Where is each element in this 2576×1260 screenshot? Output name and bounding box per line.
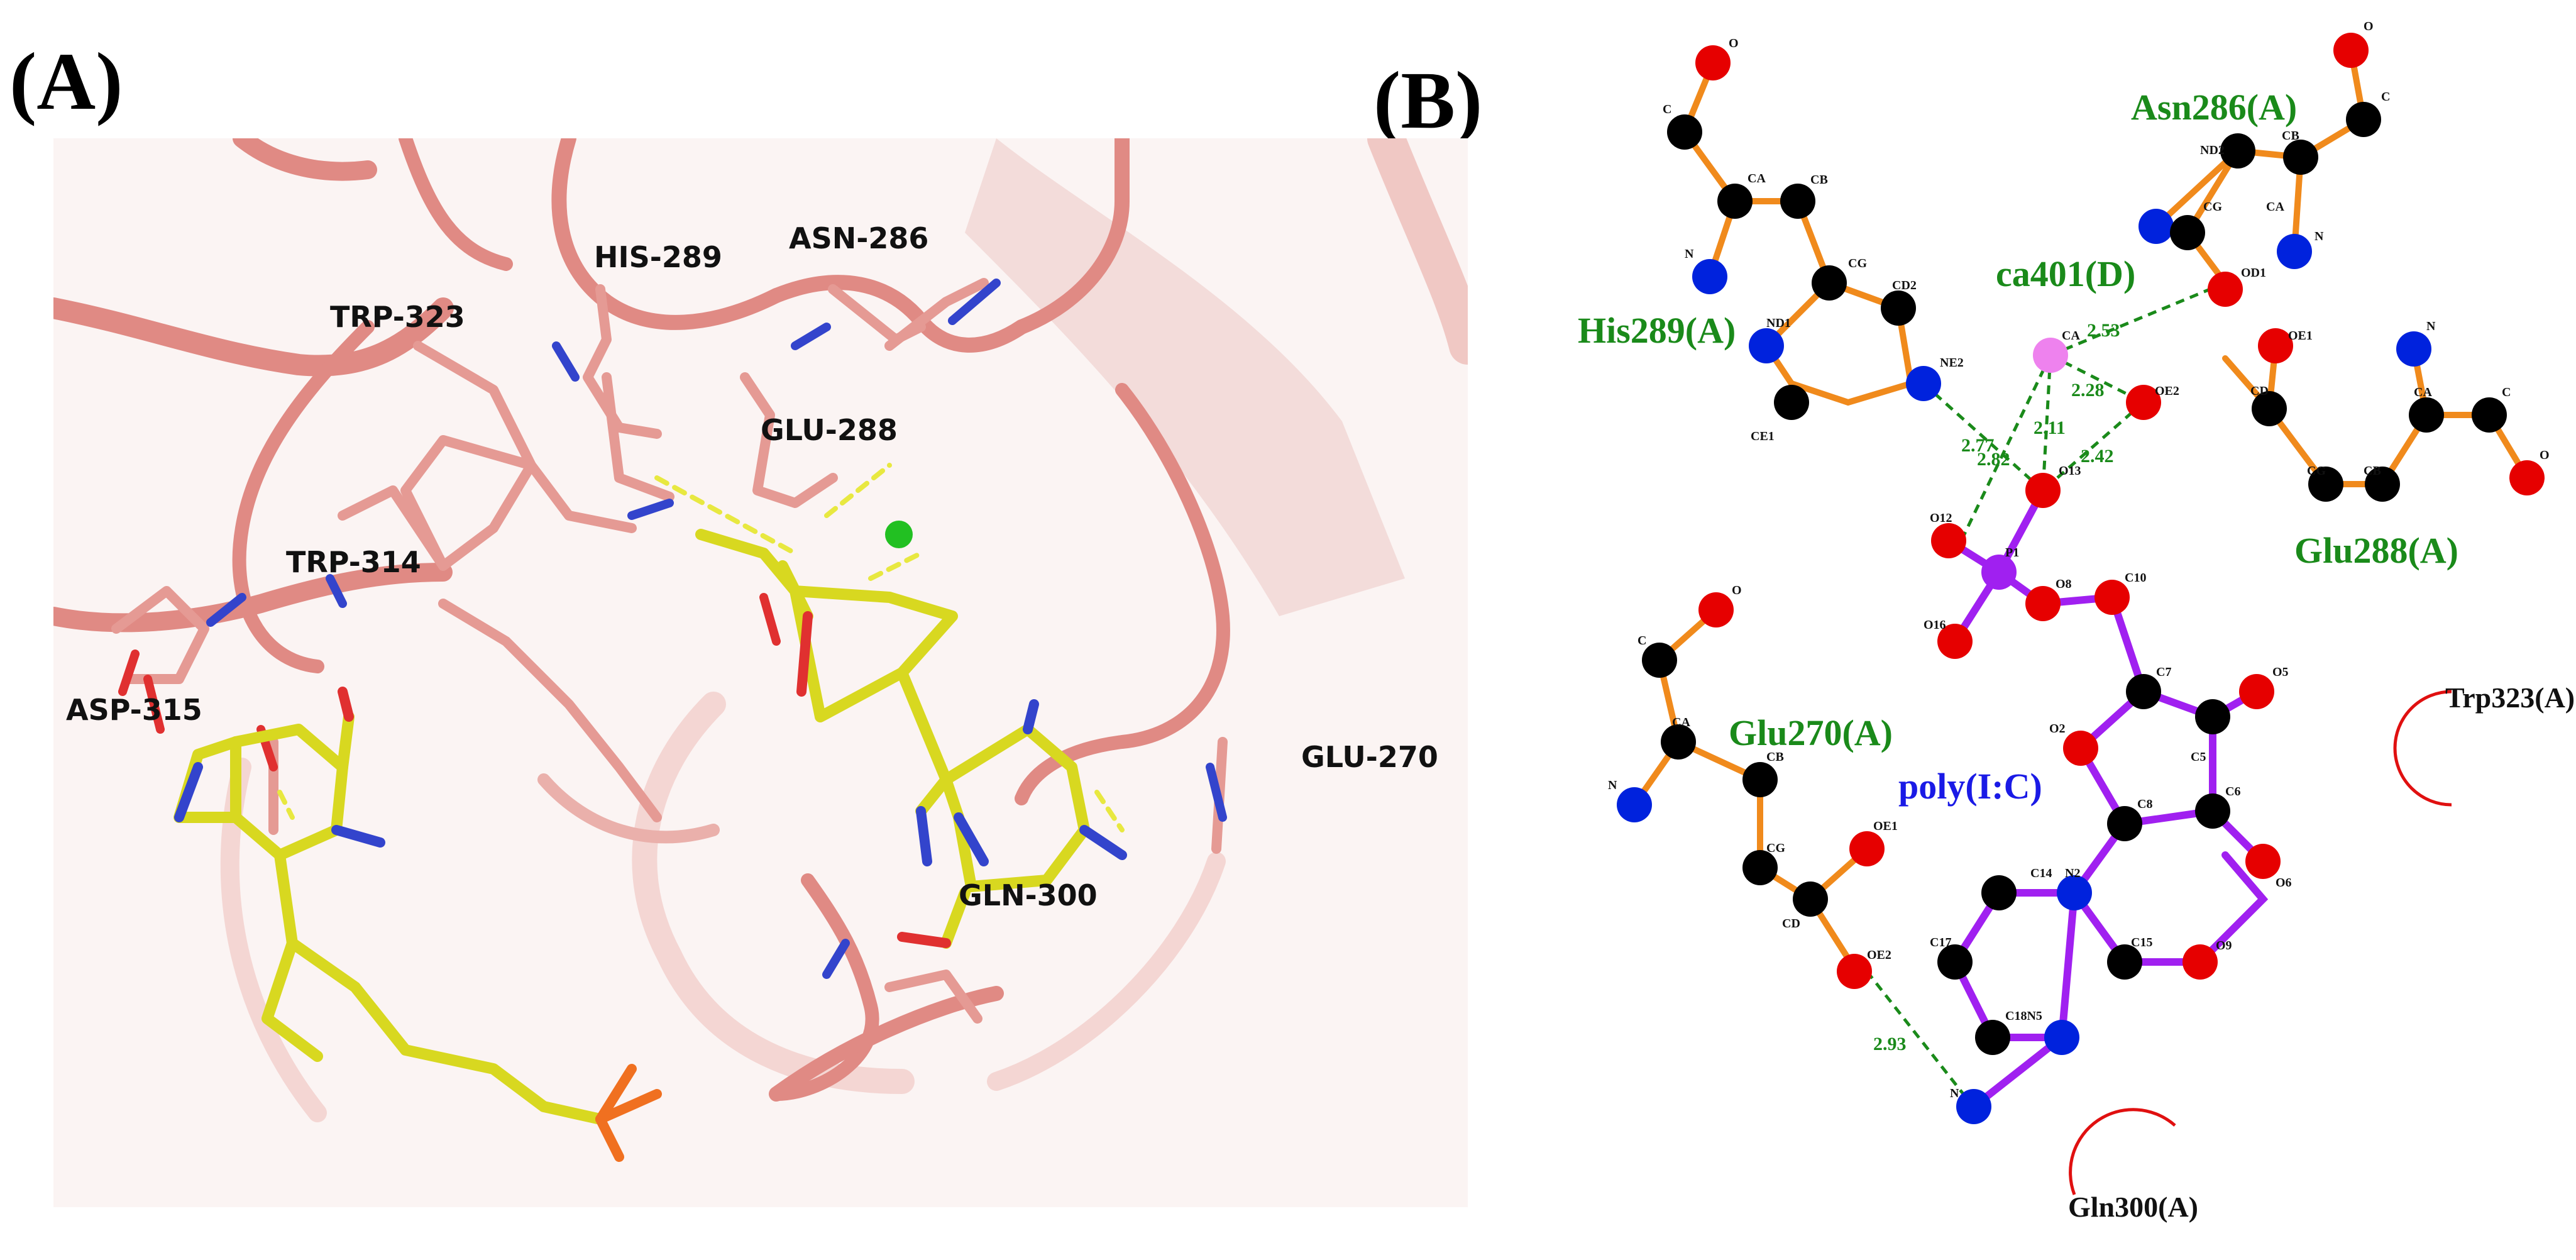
svg-text:OE2: OE2 [1867,948,1891,962]
atoms [1617,33,2545,1124]
label-trp323: TRP-323 [330,300,465,334]
dist-d2: 2.28 [2071,380,2105,401]
label-ca401: ca401(D) [1996,253,2135,294]
label-polyic: poly(I:C) [1898,766,2042,807]
svg-text:O13: O13 [2059,464,2081,478]
svg-text:O2: O2 [2049,722,2066,736]
svg-text:CA: CA [2414,385,2432,399]
svg-text:OE2: OE2 [2155,384,2179,398]
residue-bonds [1631,47,2530,971]
ligand-sticks [173,529,1090,1125]
label-glu288: Glu288(A) [2294,530,2458,571]
dist-d3: 2.11 [2034,417,2066,438]
svg-text:N: N [1950,1086,1959,1100]
svg-text:O: O [1729,36,1739,50]
svg-text:C17: C17 [1930,936,1951,949]
svg-text:C14: C14 [2030,866,2052,880]
label-glu270: GLU-270 [1301,740,1438,774]
label-glu270: Glu270(A) [1729,712,1893,753]
svg-text:O: O [1732,583,1742,597]
svg-text:ND2: ND2 [2200,143,2225,157]
svg-text:CG: CG [2203,200,2222,214]
atom-labels: O C CA CB N CG CD2 ND1 NE2 CE1 O C CB ND… [1608,19,2550,1100]
label-trp314: TRP-314 [286,545,421,579]
dist-d6: 2.82 [1977,449,2010,470]
interaction-dashes [277,463,1125,832]
svg-text:C: C [1638,634,1646,648]
svg-text:N: N [2315,229,2324,243]
svg-text:CB: CB [2282,129,2299,143]
protein-sticks [111,278,1228,1024]
label-asp315: ASP-315 [66,693,202,727]
svg-text:N: N [1608,778,1617,792]
label-gln300: Gln300(A) [2068,1191,2198,1223]
label-his289: His289(A) [1578,310,1736,351]
svg-text:C5: C5 [2191,750,2206,764]
svg-text:CD: CD [2250,384,2269,398]
svg-text:CA: CA [2266,200,2284,214]
label-glu288: GLU-288 [761,413,898,447]
hydrogen-bonds [1866,281,2226,1105]
svg-text:O12: O12 [1930,511,1952,525]
label-his289: HIS-289 [594,240,722,274]
svg-text:P1: P1 [2005,546,2019,560]
panel-b-letter: (B) [1373,55,1483,146]
svg-text:OE1: OE1 [2288,329,2313,343]
svg-text:O6: O6 [2276,876,2292,890]
svg-text:C: C [2381,90,2390,104]
svg-text:OD1: OD1 [2241,266,2266,280]
svg-text:O: O [2364,19,2374,33]
interaction-2d-svg: Asn286(A) His289(A) ca401(D) Glu288(A) G… [1578,19,2575,1223]
svg-text:C18N5: C18N5 [2005,1009,2042,1023]
svg-text:NE2: NE2 [1940,356,1964,370]
svg-text:OE1: OE1 [1873,819,1898,833]
dist-d5: 2.77 [1961,435,1995,456]
svg-text:N: N [1685,247,1694,261]
interaction-2d-diagram: Asn286(A) His289(A) ca401(D) Glu288(A) G… [1496,0,2576,1257]
polar-atoms [118,279,1227,979]
label-gln300: GLN-300 [959,878,1098,912]
svg-text:ND1: ND1 [1766,316,1791,330]
ligand-heteroatoms [174,611,1127,1162]
dist-d1: 2.53 [2087,320,2120,341]
svg-text:O5: O5 [2272,665,2289,679]
svg-text:C15: C15 [2131,936,2152,949]
svg-text:CG: CG [1766,841,1785,855]
svg-text:C: C [2502,385,2511,399]
svg-text:C: C [1663,102,1671,116]
hydrophobic-contacts [2069,690,2452,1195]
svg-text:O9: O9 [2216,939,2232,953]
svg-text:CD: CD [1782,917,1800,931]
svg-text:CB: CB [2364,464,2381,478]
svg-text:C10: C10 [2125,571,2146,585]
svg-text:CD2: CD2 [1892,279,1917,292]
protein-ribbons [53,138,1230,1102]
dist-d4: 2.42 [2081,446,2114,467]
svg-text:CA: CA [1748,172,1766,185]
svg-text:N: N [2426,319,2436,333]
svg-text:C7: C7 [2156,665,2171,679]
structure-3d-svg: HIS-289 ASN-286 TRP-323 GLU-288 TRP-314 … [53,138,1468,1162]
svg-text:O16: O16 [1924,618,1946,632]
svg-text:CG: CG [2307,464,2326,478]
label-asn286: ASN-286 [789,221,928,255]
svg-text:C8: C8 [2137,797,2152,811]
dist-d7: 2.93 [1873,1034,1907,1054]
svg-text:N2: N2 [2065,866,2080,880]
svg-text:O8: O8 [2056,577,2072,591]
label-asn286: Asn286(A) [2131,87,2297,128]
svg-text:CA: CA [1672,716,1690,729]
svg-text:CA: CA [2062,329,2080,343]
svg-text:CE1: CE1 [1751,429,1775,443]
calcium-sphere [885,521,913,548]
structure-3d-view: HIS-289 ASN-286 TRP-323 GLU-288 TRP-314 … [53,138,1468,1207]
svg-text:CB: CB [1810,173,1828,187]
svg-text:CG: CG [1848,257,1867,270]
svg-text:O: O [2540,448,2550,462]
svg-text:CB: CB [1766,750,1784,764]
label-trp323: Trp323(A) [2445,682,2575,714]
svg-text:C6: C6 [2225,785,2240,799]
panel-a-letter: (A) [9,36,123,127]
